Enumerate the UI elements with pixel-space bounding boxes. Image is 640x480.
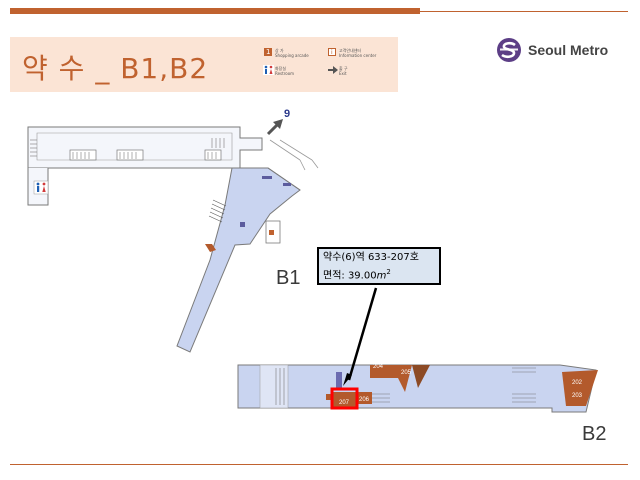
shop-207: 207	[339, 400, 350, 406]
shopping-arcade-box: 1	[264, 48, 272, 56]
legend-info-en: Information center	[339, 53, 377, 58]
legend-exit-ko: 출 구	[339, 66, 348, 71]
restroom-icon	[263, 65, 274, 75]
page-title: 약 수 _ B1,B2	[22, 52, 209, 85]
shop-206: 206	[359, 397, 370, 403]
floor-label-b2: B2	[582, 423, 606, 445]
exit-arrow-icon	[328, 66, 338, 74]
restroom-icon	[33, 180, 49, 195]
shop-205: 205	[401, 370, 412, 376]
bottom-rule	[10, 464, 628, 465]
information-center-box: i	[328, 48, 336, 56]
shop-204: 204	[373, 364, 384, 370]
shop-labels: 204 205 202 203 206 207	[339, 364, 583, 406]
title-band: 약 수 _ B1,B2 1 상 가 Shopping arcade i 고객안내…	[10, 37, 398, 92]
callout-arrow	[343, 287, 378, 386]
exit-9-marker: 9	[266, 108, 290, 136]
top-thin-rule	[420, 11, 628, 12]
shop-202: 202	[572, 380, 583, 386]
legend-shopping-en: Shopping arcade	[275, 53, 309, 58]
map-legend: 1 상 가 Shopping arcade i 고객안내센터 Informati…	[262, 46, 392, 86]
exit-number: 9	[284, 108, 290, 120]
shop-203: 203	[572, 393, 583, 399]
b1-concourse	[27, 126, 319, 353]
highlight-207	[330, 387, 359, 410]
top-accent-rule	[10, 8, 420, 14]
legend-shopping-ko: 상 가	[275, 48, 284, 53]
seoul-metro-brand: Seoul Metro	[496, 37, 608, 63]
floor-label-b1: B1	[276, 267, 300, 289]
b2-platform	[237, 364, 598, 413]
legend-restroom-ko: 화장실	[275, 66, 287, 71]
legend-restroom-en: Restroom	[275, 71, 295, 76]
shop-callout: 약수(6)역 633-207호 면적: 39.00m2	[317, 247, 441, 285]
legend-info-ko: 고객안내센터	[339, 48, 362, 53]
seoul-metro-logo	[497, 38, 521, 62]
callout-line2: 면적: 39.00m2	[323, 268, 391, 282]
legend-exit-en: Exit	[339, 71, 347, 76]
brand-name: Seoul Metro	[528, 42, 609, 58]
callout-line1: 약수(6)역 633-207호	[323, 252, 419, 263]
